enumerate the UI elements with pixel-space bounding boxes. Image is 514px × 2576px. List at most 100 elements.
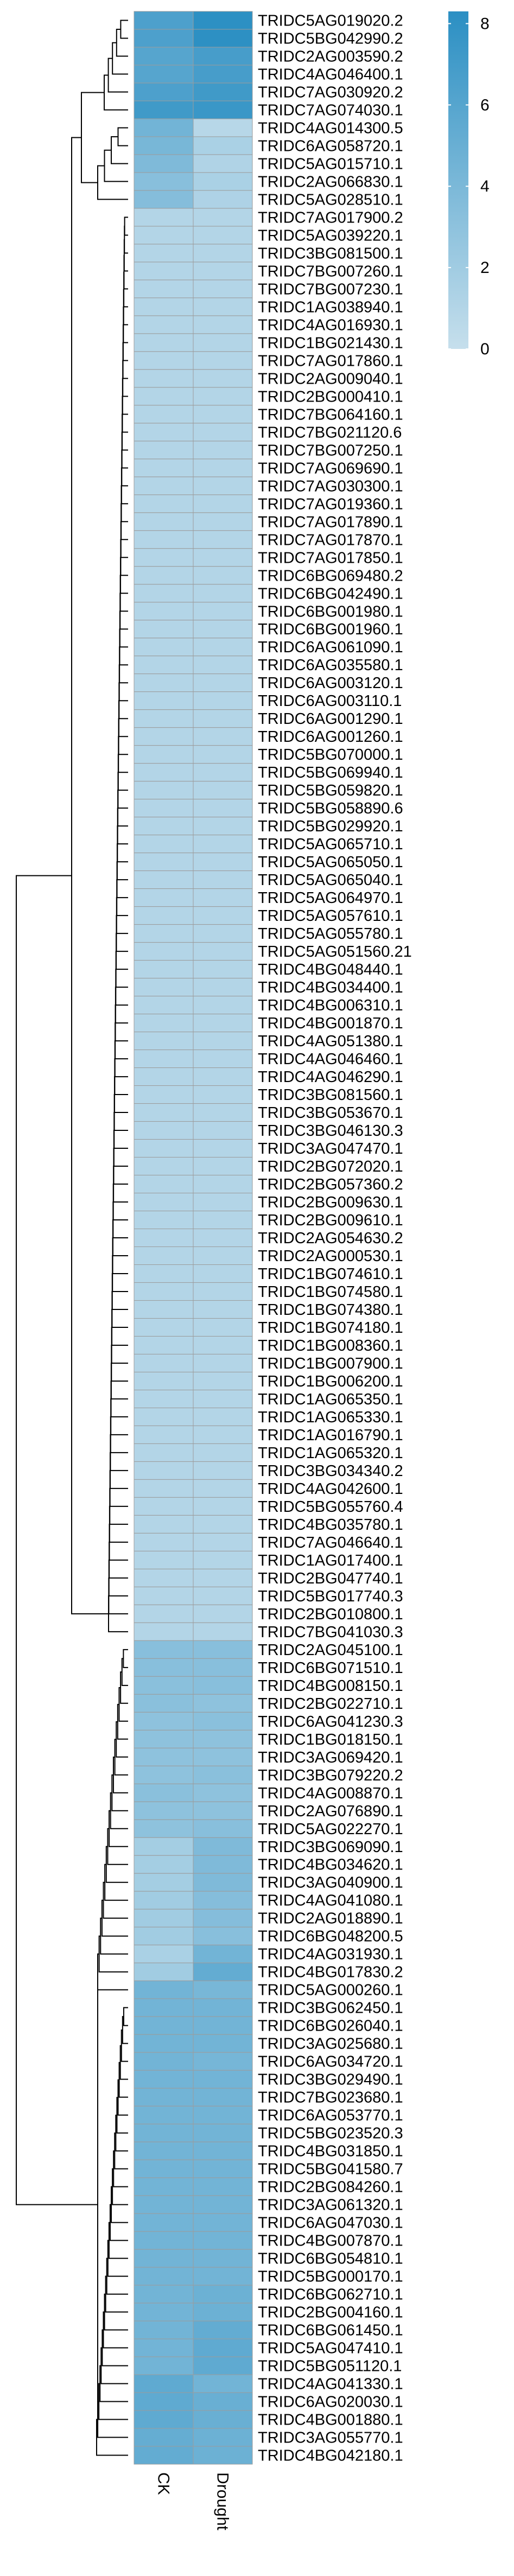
dendrogram-branch xyxy=(71,137,109,1614)
heatmap-cell xyxy=(134,996,194,1015)
heatmap-cell xyxy=(134,1282,194,1301)
row-label: TRIDC2AG018890.1 xyxy=(258,1910,403,1928)
row-label: TRIDC3BG034340.2 xyxy=(258,1462,403,1480)
row-label: TRIDC4BG008150.1 xyxy=(258,1677,403,1695)
heatmap-cell xyxy=(134,1712,194,1731)
heatmap-cell xyxy=(134,1264,194,1283)
row-label: TRIDC1BG074610.1 xyxy=(258,1265,403,1283)
heatmap-cell xyxy=(134,2231,194,2250)
heatmap-cell xyxy=(134,1014,194,1033)
heatmap-cell xyxy=(134,548,194,567)
heatmap-cell xyxy=(134,1407,194,1426)
row-label: TRIDC5AG055780.1 xyxy=(258,925,403,943)
row-label: TRIDC1BG074580.1 xyxy=(258,1283,403,1301)
heatmap-cell xyxy=(193,1604,253,1623)
heatmap-cell xyxy=(134,2374,194,2393)
row-label: TRIDC5BG058890.6 xyxy=(258,800,403,817)
row-label: TRIDC2AG000530.1 xyxy=(258,1248,403,1265)
heatmap-cell xyxy=(193,190,253,209)
heatmap-cell xyxy=(193,226,253,245)
heatmap-cell xyxy=(134,1103,194,1122)
heatmap-cell xyxy=(134,620,194,639)
dendrogram-branch xyxy=(104,1863,128,1901)
heatmap-cell xyxy=(193,1443,253,1462)
row-labels: TRIDC5AG019020.2TRIDC5BG042990.2TRIDC2AG… xyxy=(258,12,412,2464)
row-label: TRIDC2BG072020.1 xyxy=(258,1158,403,1175)
row-label: TRIDC3BG069090.1 xyxy=(258,1839,403,1856)
heatmap-cell xyxy=(134,853,194,872)
heatmap-cell xyxy=(134,1515,194,1534)
dendrogram-branch xyxy=(119,593,128,630)
row-label: TRIDC6BG048200.5 xyxy=(258,1928,403,1945)
dendrogram-branch xyxy=(101,1899,128,1937)
heatmap-cell xyxy=(193,1980,253,1999)
heatmap-cell xyxy=(193,1211,253,1230)
legend-tick-label: 6 xyxy=(480,96,490,114)
column-label: CK xyxy=(155,2472,173,2495)
row-label: TRIDC5BG000170.1 xyxy=(258,2268,403,2286)
heatmap-cell xyxy=(193,11,253,30)
dendrogram-branch xyxy=(112,42,128,75)
row-label: TRIDC6AG003110.1 xyxy=(258,692,402,710)
row-label: TRIDC6AG061090.1 xyxy=(258,639,403,656)
heatmap-cell xyxy=(134,262,194,281)
dendrogram-branch xyxy=(123,239,128,272)
heatmap-cell xyxy=(193,835,253,854)
heatmap-cell xyxy=(134,2195,194,2214)
dendrogram-branch xyxy=(123,2007,128,2026)
heatmap-cell xyxy=(134,100,194,119)
dendrogram-branch xyxy=(109,1810,128,1847)
legend-tick-label: 2 xyxy=(480,259,490,277)
dendrogram-branch xyxy=(97,1971,98,2438)
heatmap-cell xyxy=(193,620,253,639)
row-label: TRIDC7AG030920.2 xyxy=(258,84,403,101)
row-label: TRIDC5AG000260.1 xyxy=(258,1982,403,1999)
row-label: TRIDC6BG054810.1 xyxy=(258,2250,403,2268)
row-label: TRIDC5AG051560.21 xyxy=(258,943,412,961)
heatmap-cell xyxy=(193,2177,253,2196)
heatmap-cell xyxy=(134,1371,194,1390)
column-label: Drought xyxy=(214,2472,232,2530)
row-label: TRIDC1AG016790.1 xyxy=(258,1427,403,1444)
heatmap-cell xyxy=(193,1729,253,1748)
heatmap-cell xyxy=(193,1640,253,1659)
heatmap-cell xyxy=(193,2338,253,2357)
heatmap-cell xyxy=(193,1353,253,1372)
heatmap-cell xyxy=(193,602,253,621)
row-label: TRIDC7AG017890.1 xyxy=(258,513,403,531)
row-label: TRIDC3BG079220.2 xyxy=(258,1767,403,1784)
heatmap-cell xyxy=(193,960,253,979)
heatmap-cell xyxy=(134,1694,194,1713)
heatmap-cell xyxy=(193,1389,253,1408)
heatmap-cell xyxy=(193,2106,253,2125)
heatmap-cell xyxy=(193,2141,253,2160)
heatmap-cell xyxy=(193,1712,253,1731)
heatmap-cell xyxy=(193,1229,253,1247)
row-label: TRIDC2BG009610.1 xyxy=(258,1212,403,1229)
row-label: TRIDC4BG007870.1 xyxy=(258,2232,403,2250)
row-label: TRIDC5AG057610.1 xyxy=(258,907,403,925)
row-label: TRIDC7BG064160.1 xyxy=(258,406,403,423)
row-label: TRIDC2AG076890.1 xyxy=(258,1803,403,1820)
heatmap-cell xyxy=(134,2016,194,2035)
heatmap-cell xyxy=(134,2392,194,2411)
row-label: TRIDC4BG042180.1 xyxy=(258,2447,403,2465)
heatmap-cell xyxy=(134,65,194,84)
row-label: TRIDC7AG074030.1 xyxy=(258,101,403,119)
dendrogram-branch xyxy=(123,289,128,326)
heatmap-cell xyxy=(193,978,253,997)
heatmap-cell xyxy=(193,2320,253,2339)
heatmap-cell xyxy=(134,351,194,370)
heatmap-cell xyxy=(134,1532,194,1551)
heatmap-cell xyxy=(134,82,194,101)
row-label: TRIDC7AG019360.1 xyxy=(258,495,403,513)
row-label: TRIDC1AG017400.1 xyxy=(258,1552,403,1569)
heatmap-cell xyxy=(134,1729,194,1748)
dendrogram-branch xyxy=(116,861,128,899)
heatmap-cell xyxy=(193,906,253,925)
dendrogram-branch xyxy=(111,1290,128,1328)
heatmap-cell xyxy=(193,172,253,191)
heatmap-cell xyxy=(193,1837,253,1856)
row-label: TRIDC3AG025680.1 xyxy=(258,2036,403,2053)
